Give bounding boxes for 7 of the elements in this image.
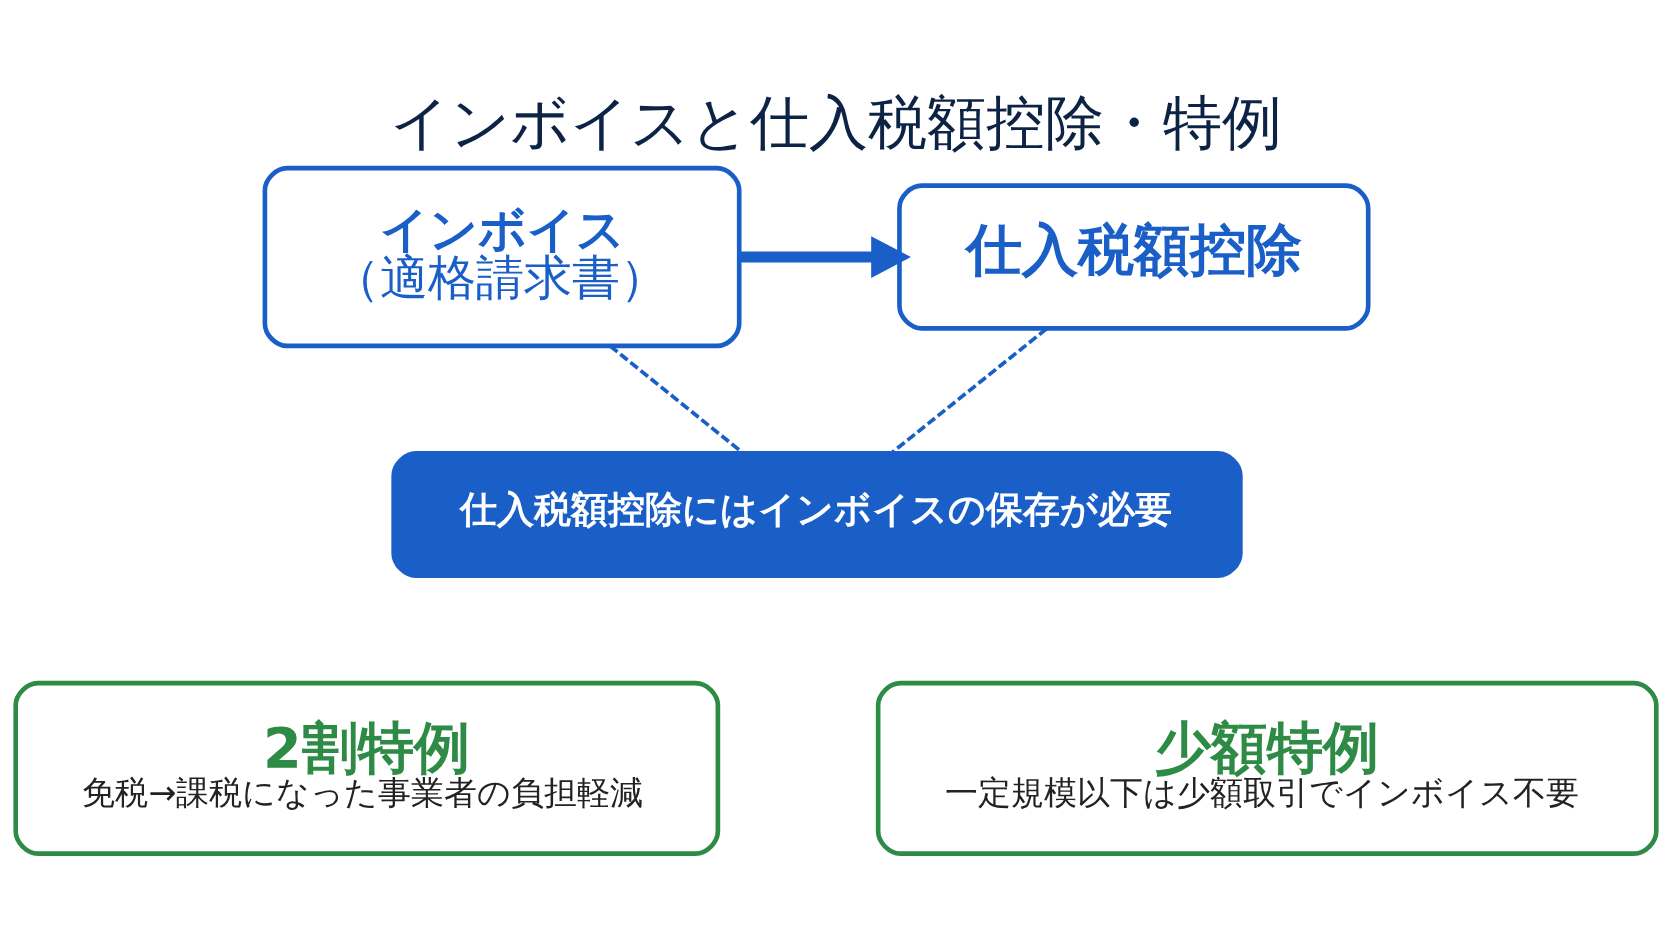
node-box: インボイス （適格請求書） (262, 165, 742, 348)
node-box: 仕入税額控除 (897, 182, 1371, 331)
node-box: 2割特例 免税→課税になった事業者の負担軽減 (13, 680, 721, 856)
node-box: 少額特例 一定規模以下は少額取引でインボイス不要 (875, 680, 1659, 856)
node-box: 仕入税額控除にはインボイスの保存が必要 (391, 450, 1243, 578)
arrow (739, 235, 911, 278)
diagram-title: インボイスと仕入税額控除・特例 (390, 87, 1282, 157)
